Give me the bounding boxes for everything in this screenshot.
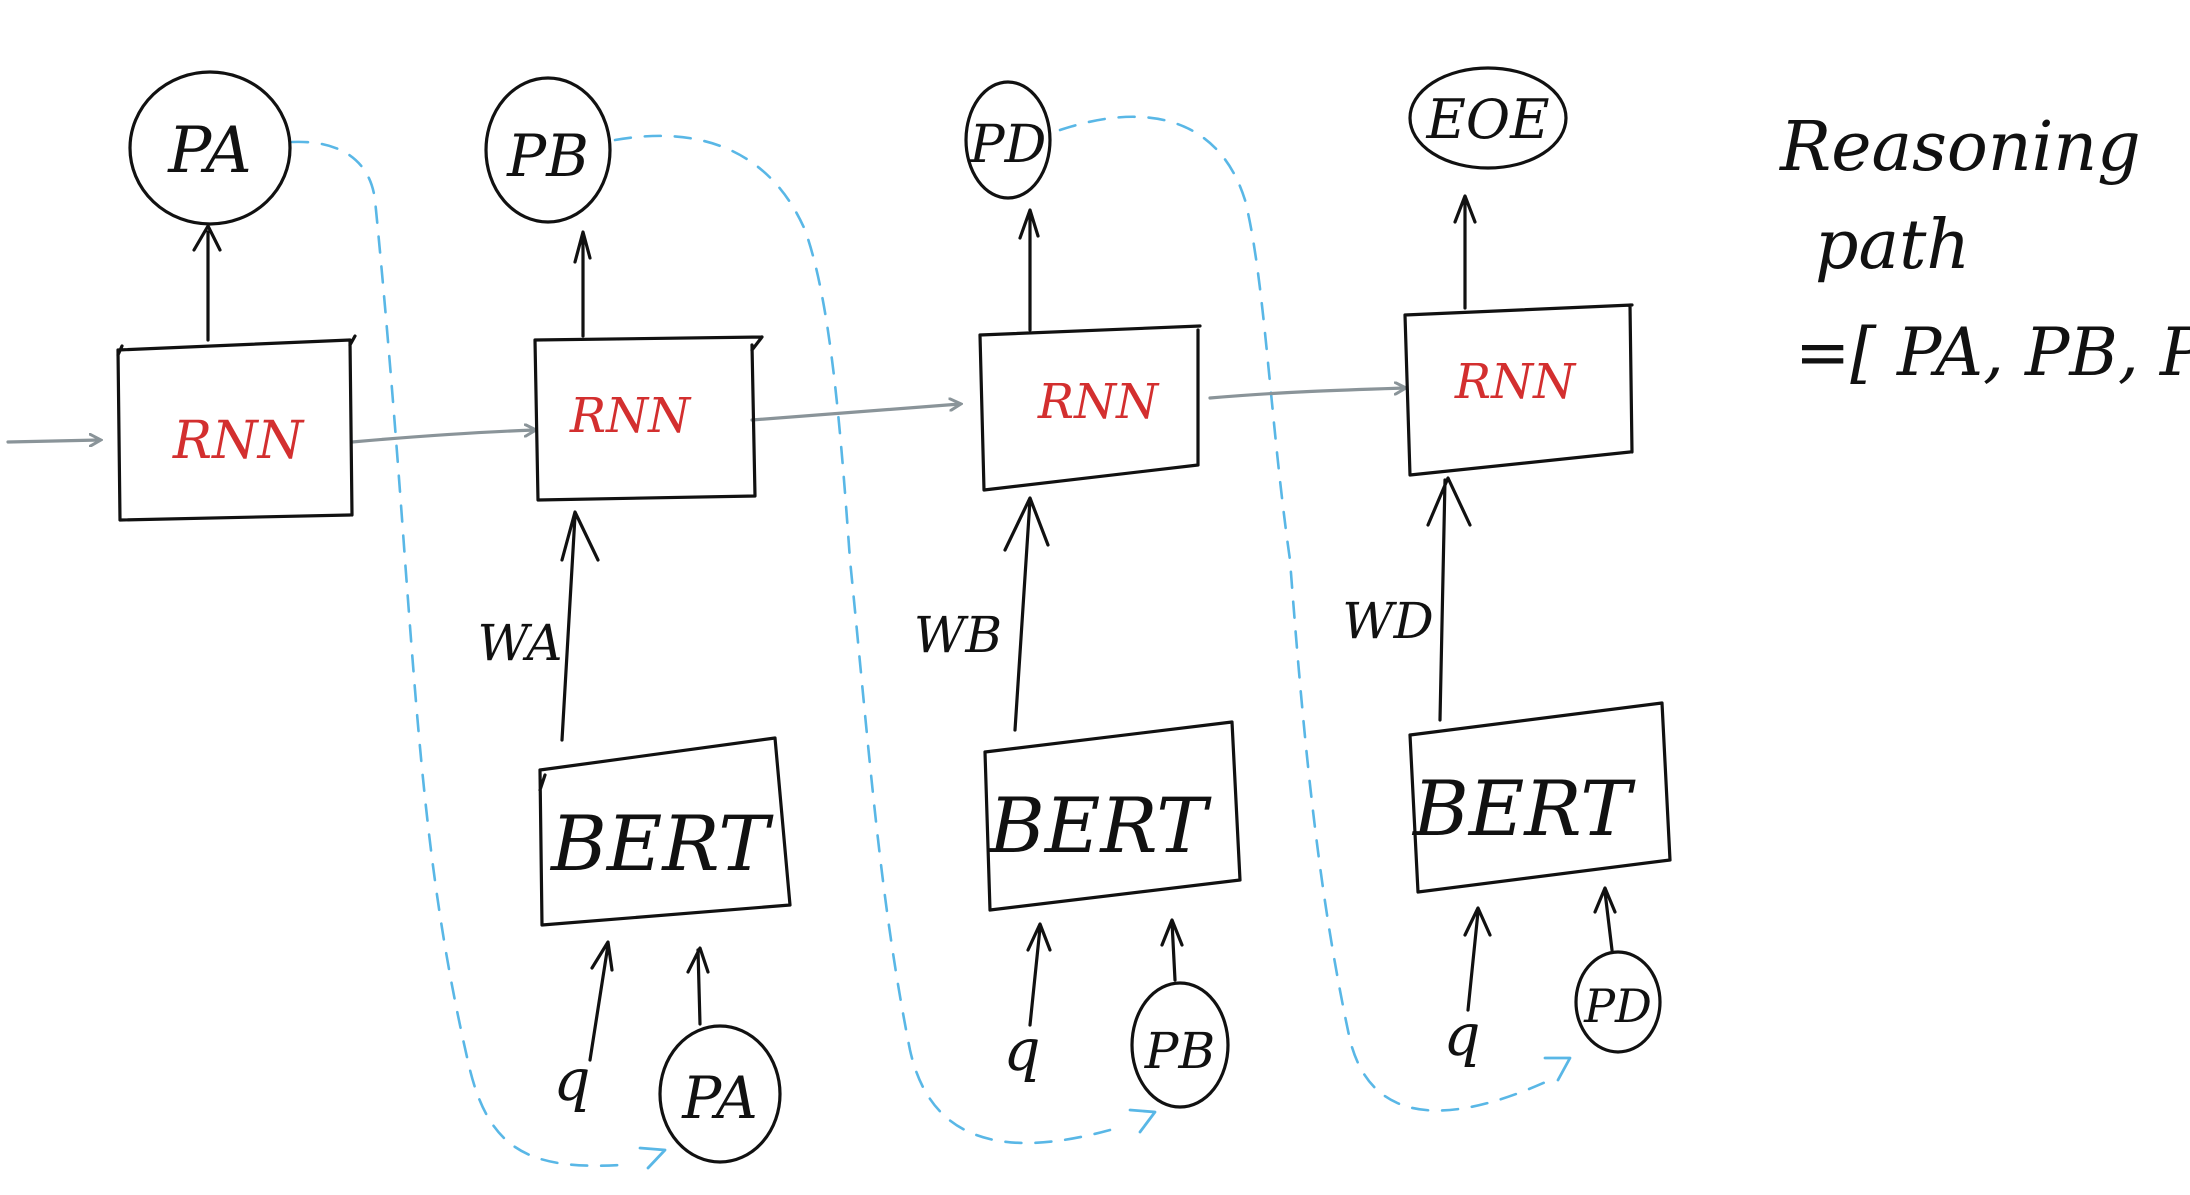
output-node-0: [128, 70, 292, 226]
state-arrow-in: [6, 440, 100, 442]
path-arrowhead-3: [1543, 1056, 1572, 1082]
output-arrow-3: [1453, 194, 1477, 310]
p-input-arrow-2: [1160, 918, 1184, 982]
output-node-2: [964, 80, 1052, 200]
reasoning-path-note: Reasoning path =[ PA, PB, PD ]: [1778, 108, 2190, 391]
note-line-3: =[ PA, PB, PD ]: [1795, 314, 2190, 391]
bert-input-node-3: [1574, 950, 1662, 1054]
bert-to-rnn-arrow-2: [1003, 496, 1050, 732]
rnn-box-3: [1403, 303, 1634, 477]
q-input-arrow-3: [1463, 906, 1492, 1012]
step-3: RNN EOE WD BERT q PD: [1342, 66, 1672, 1069]
rnn-box-0: [116, 334, 357, 522]
bert-input-node-2: [1130, 981, 1230, 1109]
bert-to-rnn-arrow-3: [1426, 476, 1472, 722]
bert-label-2: BERT: [987, 781, 1212, 870]
bert-label-1: BERT: [549, 799, 774, 888]
weight-label-3: WD: [1342, 592, 1433, 650]
bert-input-label-2: PB: [1144, 1022, 1215, 1080]
output-label-2: PD: [969, 115, 1047, 175]
output-node-1: [484, 76, 612, 224]
rnn-box-1: [533, 335, 764, 502]
path-arrowhead-2: [1128, 1108, 1157, 1134]
bert-input-node-1: [658, 1024, 782, 1164]
rnn-label-0: RNN: [172, 411, 305, 471]
bert-box-1: [538, 736, 792, 927]
bert-to-rnn-arrow-1: [560, 510, 600, 742]
p-input-arrow-3: [1593, 886, 1617, 952]
bert-input-label-1: PA: [681, 1064, 758, 1132]
output-arrow-2: [1018, 208, 1040, 332]
rnn-label-2: RNN: [1037, 374, 1160, 430]
q-label-1: q: [553, 1046, 590, 1114]
rnn-box-2: [978, 324, 1202, 492]
state-arrow-2: [750, 404, 960, 422]
bert-input-label-3: PD: [1583, 979, 1652, 1033]
output-label-0: PA: [167, 114, 251, 188]
output-label-3: EOE: [1425, 88, 1549, 151]
output-node-3: [1408, 66, 1568, 170]
bert-box-2: [983, 720, 1242, 912]
rnn-label-1: RNN: [569, 388, 692, 444]
q-input-arrow-1: [588, 940, 614, 1062]
note-line-2: path: [1815, 206, 1970, 285]
note-line-1: Reasoning: [1778, 108, 2141, 187]
bert-box-3: [1408, 701, 1672, 894]
rnn-label-3: RNN: [1454, 354, 1577, 410]
output-arrow-1: [573, 230, 592, 338]
state-arrow-3: [1208, 388, 1405, 400]
step-2: RNN PD WB BERT q PB: [914, 80, 1242, 1109]
reasoning-path-dashed: [290, 115, 1572, 1170]
weight-label-2: WB: [914, 606, 1002, 664]
hidden-state-arrows: [6, 388, 1405, 444]
weight-label-1: WA: [477, 614, 562, 672]
q-label-2: q: [1003, 1016, 1040, 1084]
q-label-3: q: [1443, 1001, 1480, 1069]
output-arrow-0: [192, 224, 222, 342]
p-input-arrow-1: [686, 946, 710, 1026]
step-1: RNN PB WA BERT q PA: [477, 76, 792, 1164]
path-arrowhead-1: [638, 1146, 667, 1170]
state-arrow-1: [350, 430, 535, 444]
bert-label-3: BERT: [1411, 764, 1636, 853]
output-label-1: PB: [506, 122, 589, 190]
q-input-arrow-2: [1026, 922, 1052, 1027]
step-0: RNN PA: [116, 70, 357, 522]
